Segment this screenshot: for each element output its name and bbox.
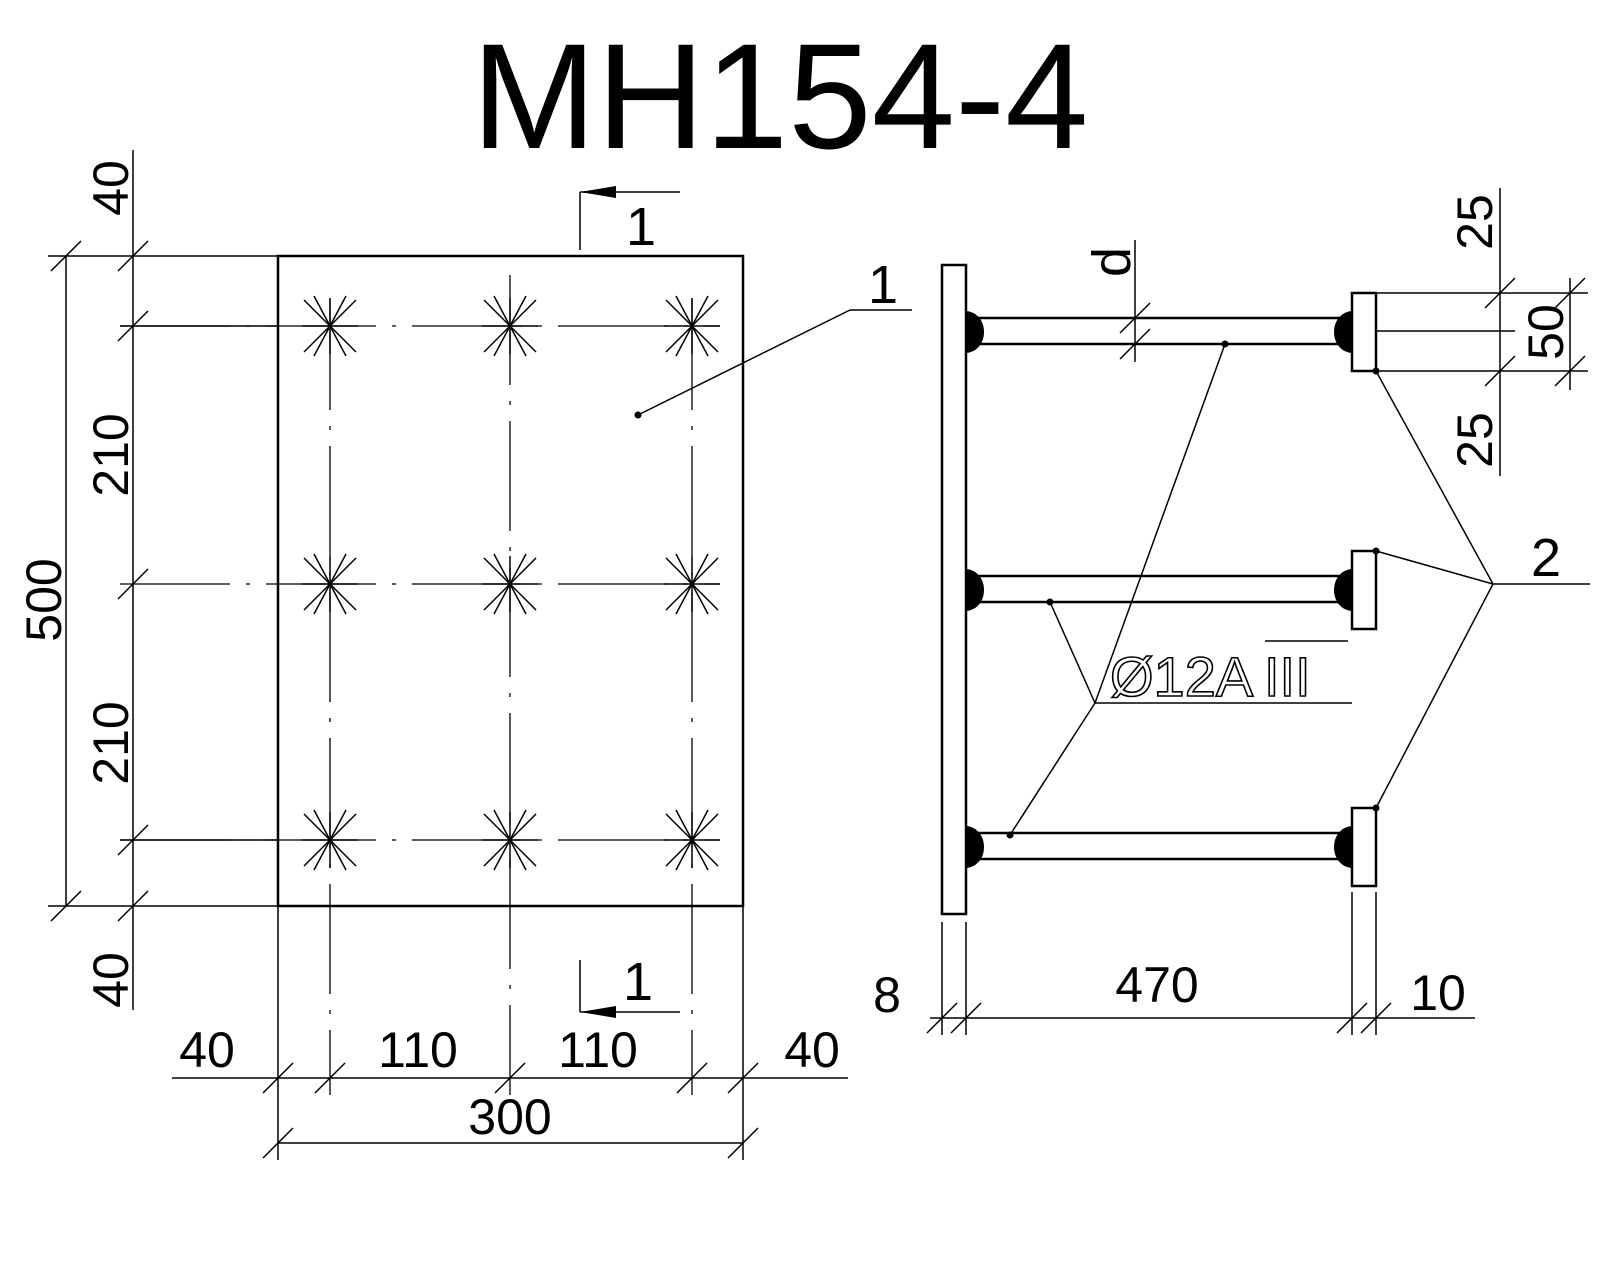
- diameter-label: d: [1082, 247, 1142, 277]
- drawing-title: МН154-4: [472, 12, 1089, 180]
- welds: [966, 311, 1352, 868]
- dim-lower-span: 210: [83, 701, 139, 784]
- section-plate: [940, 263, 968, 916]
- dim-plate-thickness: 8: [873, 967, 901, 1023]
- anchor-markers: [301, 295, 721, 871]
- section-mark-top-label: 1: [626, 197, 656, 257]
- dim-total-height: 500: [16, 558, 72, 641]
- washer-dimensions: 25 50 25: [1376, 188, 1588, 476]
- rebar-spec-prefix: Ø12А: [1110, 645, 1254, 708]
- washer-callout-label: 2: [1531, 528, 1561, 588]
- rebar-spec: Ø12А III: [1109, 640, 1348, 709]
- diameter-dimension: d: [1082, 240, 1151, 362]
- dim-bar-length: 470: [1115, 957, 1198, 1013]
- dim-top-edge: 40: [83, 160, 139, 216]
- section-mark-top: 1: [579, 186, 680, 257]
- dim-washer-height: 50: [1518, 304, 1574, 360]
- dim-upper-span: 210: [83, 413, 139, 496]
- washers: [1350, 291, 1378, 888]
- rebar-bars: [976, 316, 1342, 861]
- plan-view: 40 210 210 500 40 40 110 110 40 300: [16, 150, 912, 1160]
- section-dimensions: 8 470 10: [873, 892, 1475, 1035]
- section-view: d 25 50 25 8: [873, 188, 1590, 1035]
- dim-right-edge: 40: [784, 1022, 840, 1078]
- section-mark-bottom-label: 1: [623, 952, 653, 1012]
- dim-total-width: 300: [468, 1089, 551, 1145]
- dim-washer-bottom-gap: 25: [1447, 412, 1503, 468]
- dim-bottom-edge: 40: [83, 952, 139, 1008]
- dim-left-span: 110: [378, 1022, 458, 1078]
- plate-callout-label: 1: [868, 255, 898, 315]
- vertical-dimensions: 40 210 210 500 40: [16, 150, 278, 1010]
- rebar-leader: [1006, 340, 1352, 839]
- dim-washer-top-gap: 25: [1447, 194, 1503, 250]
- section-mark-bottom: 1: [579, 952, 680, 1018]
- rebar-spec-class: III: [1264, 645, 1311, 708]
- washer-callout: 2: [1372, 367, 1590, 812]
- plate-callout: 1: [634, 255, 912, 419]
- dim-washer-thickness: 10: [1410, 965, 1466, 1021]
- dim-left-edge: 40: [179, 1022, 235, 1078]
- horizontal-dimensions: 40 110 110 40 300: [172, 906, 848, 1160]
- dim-right-span: 110: [558, 1022, 638, 1078]
